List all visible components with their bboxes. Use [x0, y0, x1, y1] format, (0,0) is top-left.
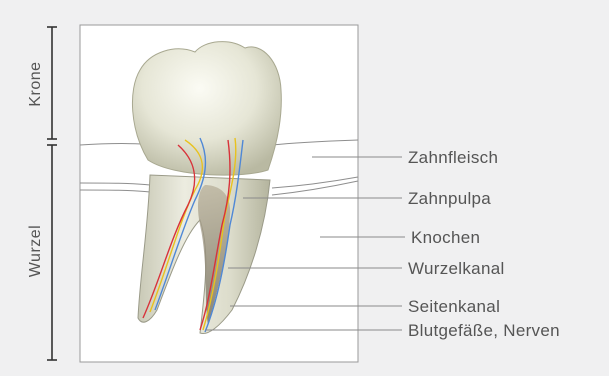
root-section-label: Wurzel — [28, 223, 44, 279]
crown-section-label: Krone — [28, 61, 44, 107]
label-pulp: Zahnpulpa — [408, 190, 491, 207]
root-bracket — [47, 145, 57, 360]
label-root-canal: Wurzelkanal — [408, 260, 505, 277]
label-gum: Zahnfleisch — [408, 149, 498, 166]
label-vessels: Blutgefäße, Nerven — [408, 322, 560, 339]
label-lateral-canal: Seitenkanal — [408, 298, 500, 315]
tooth-crown — [132, 42, 281, 176]
label-bone: Knochen — [411, 229, 480, 246]
crown-bracket — [47, 27, 57, 139]
